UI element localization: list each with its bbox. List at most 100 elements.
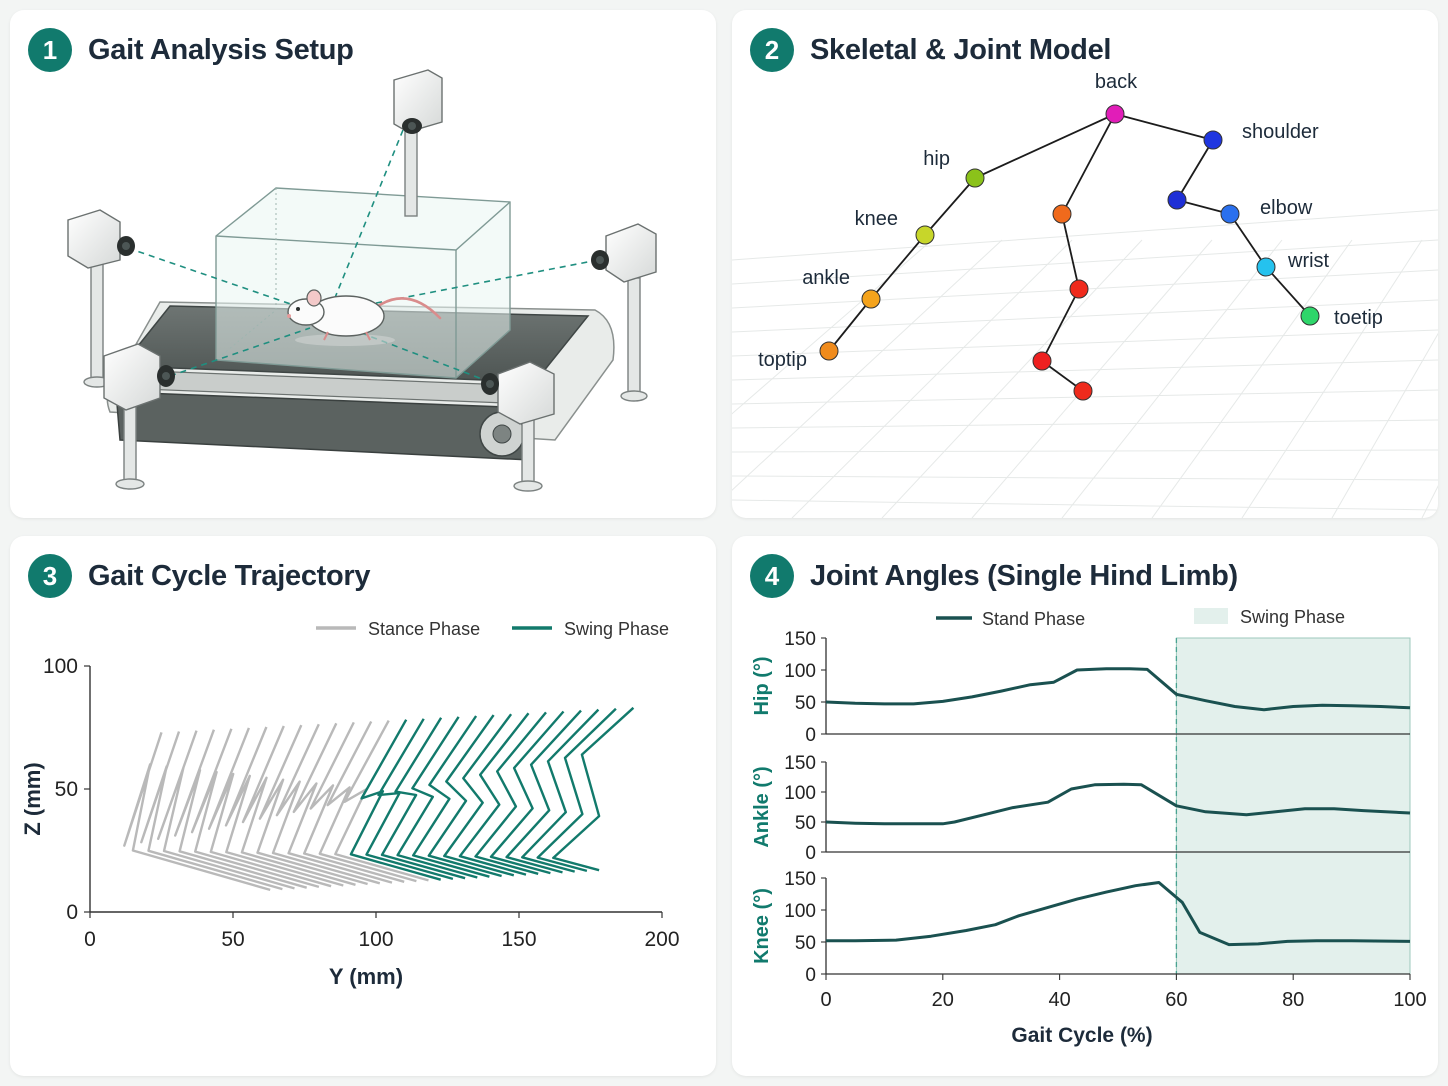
swing-stick xyxy=(396,716,478,879)
stance-stick xyxy=(271,723,381,885)
legend-label: Swing Phase xyxy=(1240,607,1345,627)
stance-stick xyxy=(140,731,283,891)
y-tick-label: 100 xyxy=(784,901,816,922)
bone xyxy=(828,298,872,352)
panel-number-badge: 1 xyxy=(28,28,72,72)
y-axis-label: Z (mm) xyxy=(20,762,45,835)
joint-toptip xyxy=(819,341,839,361)
bone xyxy=(1061,213,1080,290)
joint-label: toptip xyxy=(758,349,807,371)
x-tick-label: 50 xyxy=(221,928,244,951)
joint-unlabeled xyxy=(1069,279,1089,299)
gait-setup-illustration xyxy=(67,69,657,492)
stance-stick xyxy=(207,727,332,888)
x-tick-label: 200 xyxy=(644,928,679,951)
joint-label: toetip xyxy=(1334,307,1383,329)
stance-stick xyxy=(123,732,271,892)
joint-label: back xyxy=(1095,71,1138,93)
bone xyxy=(1041,288,1080,362)
panel-number-badge: 3 xyxy=(28,554,72,598)
panel-title: Skeletal & Joint Model xyxy=(810,33,1112,66)
panel-header: 2 Skeletal & Joint Model xyxy=(750,28,1111,72)
y-tick-label: 150 xyxy=(784,629,816,650)
swing-stick xyxy=(458,712,530,876)
stance-stick xyxy=(240,725,356,886)
panel-header: 1 Gait Analysis Setup xyxy=(28,28,354,72)
angle-series-line xyxy=(825,782,1411,826)
y-tick-label: 0 xyxy=(805,725,816,746)
angle-series-line xyxy=(825,667,1411,712)
joint-unlabeled xyxy=(1052,204,1072,224)
joint-label: shoulder xyxy=(1242,121,1319,143)
x-axis-label: Y (mm) xyxy=(329,964,403,989)
stance-stick xyxy=(173,729,308,889)
angle-series-line xyxy=(826,881,1411,947)
swing-stick xyxy=(443,713,515,877)
swing-stick xyxy=(489,710,565,875)
x-tick-label: 40 xyxy=(1048,989,1070,1011)
swing-stick xyxy=(349,719,442,881)
joint-angles-panel: 4 Joint Angles (Single Hind Limb) 0 50 100… xyxy=(732,536,1438,1076)
skeleton-joints: backhipkneeankletoptipshoulderelbowwrist… xyxy=(758,71,1383,401)
camera-icon xyxy=(481,361,555,425)
swing-stick xyxy=(536,707,617,873)
swing-stick xyxy=(505,709,582,874)
y-tick-label: 150 xyxy=(784,869,816,890)
x-tick-label: 80 xyxy=(1282,989,1304,1011)
skeleton-bones xyxy=(828,113,1311,392)
camera-icon xyxy=(103,343,175,411)
x-tick-label: 0 xyxy=(820,989,831,1011)
x-tick-label: 0 xyxy=(84,928,96,951)
swing-phase-region xyxy=(1175,637,1411,975)
y-tick-label: 100 xyxy=(43,655,78,678)
swing-stick xyxy=(474,711,547,875)
x-axis-label: Gait Cycle (%) xyxy=(1011,1024,1152,1047)
y-axis-label: Hip (°) xyxy=(751,656,773,715)
panel-title: Joint Angles (Single Hind Limb) xyxy=(810,559,1238,592)
x-tick-label: 60 xyxy=(1165,989,1187,1011)
stance-stick xyxy=(190,728,320,889)
stance-stick xyxy=(156,730,295,890)
stance-stick xyxy=(287,722,393,884)
y-tick-label: 50 xyxy=(795,813,816,834)
y-tick-label: 0 xyxy=(66,901,78,924)
y-tick-label: 50 xyxy=(795,693,816,714)
joint-back xyxy=(1105,104,1125,124)
floor-grid xyxy=(732,209,1438,518)
y-tick-label: 100 xyxy=(784,661,816,682)
bone xyxy=(974,113,1116,179)
swing-stick xyxy=(412,715,490,878)
joint-unlabeled xyxy=(1032,351,1052,371)
legend-label: Swing Phase xyxy=(564,619,669,639)
joint-shoulder xyxy=(1203,130,1223,150)
panel-title: Gait Analysis Setup xyxy=(88,33,354,66)
panel-header: 3 Gait Cycle Trajectory xyxy=(28,554,371,598)
joint-toetip xyxy=(1300,306,1320,326)
joint-label: hip xyxy=(923,148,950,170)
y-tick-label: 150 xyxy=(784,753,816,774)
panel-header: 4 Joint Angles (Single Hind Limb) xyxy=(750,554,1238,598)
bone xyxy=(924,177,976,236)
y-tick-label: 0 xyxy=(805,843,816,864)
panel-number-badge: 2 xyxy=(750,28,794,72)
joint-ankle xyxy=(861,289,881,309)
joint-unlabeled xyxy=(1167,190,1187,210)
joint-hip xyxy=(965,168,985,188)
bone xyxy=(1229,213,1267,268)
bone xyxy=(1176,139,1214,201)
camera-icon xyxy=(393,69,443,134)
stance-stick xyxy=(303,721,405,883)
mouse-icon xyxy=(287,289,442,346)
camera-icon xyxy=(67,209,135,269)
y-tick-label: 50 xyxy=(795,933,816,954)
x-tick-label: 100 xyxy=(358,928,393,951)
joint-elbow xyxy=(1220,204,1240,224)
panel-number-badge: 4 xyxy=(750,554,794,598)
swing-stick xyxy=(427,714,502,878)
x-tick-label: 150 xyxy=(501,928,536,951)
swing-stick xyxy=(521,708,600,873)
legend-label: Stance Phase xyxy=(368,619,480,639)
